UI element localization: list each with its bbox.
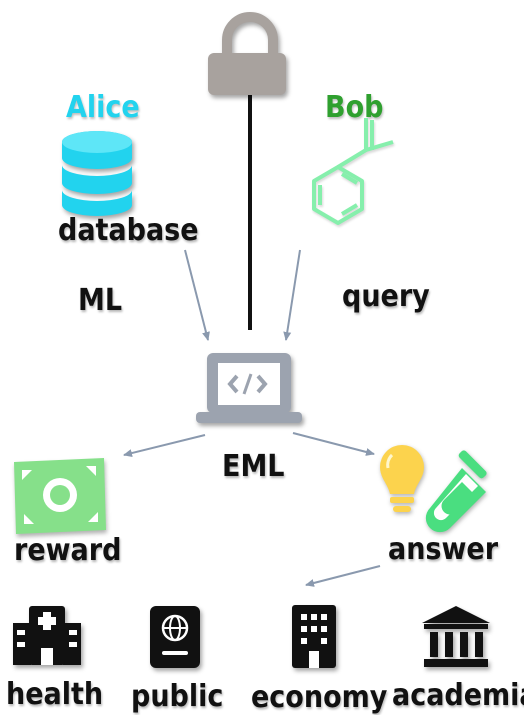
answer-to-sectors-arrow (305, 565, 381, 587)
eml-label: EML (222, 449, 285, 484)
database-to-eml-arrow (184, 249, 210, 341)
eml-to-reward-arrow (123, 434, 206, 457)
bob-name: Bob (325, 90, 384, 125)
database-label: database (58, 213, 199, 248)
answer-label: answer (388, 532, 499, 567)
query-label: query (342, 279, 430, 314)
query-to-eml-arrow (283, 249, 301, 341)
sector-health: health (6, 677, 104, 712)
sector-academia: academia (392, 678, 524, 713)
eml-to-answer-arrow (292, 432, 375, 456)
reward-label: reward (14, 533, 122, 568)
sector-economy: economy (251, 680, 388, 715)
sector-public: public (131, 679, 224, 714)
alice-name: Alice (66, 90, 140, 125)
ml-label: ML (78, 283, 123, 318)
